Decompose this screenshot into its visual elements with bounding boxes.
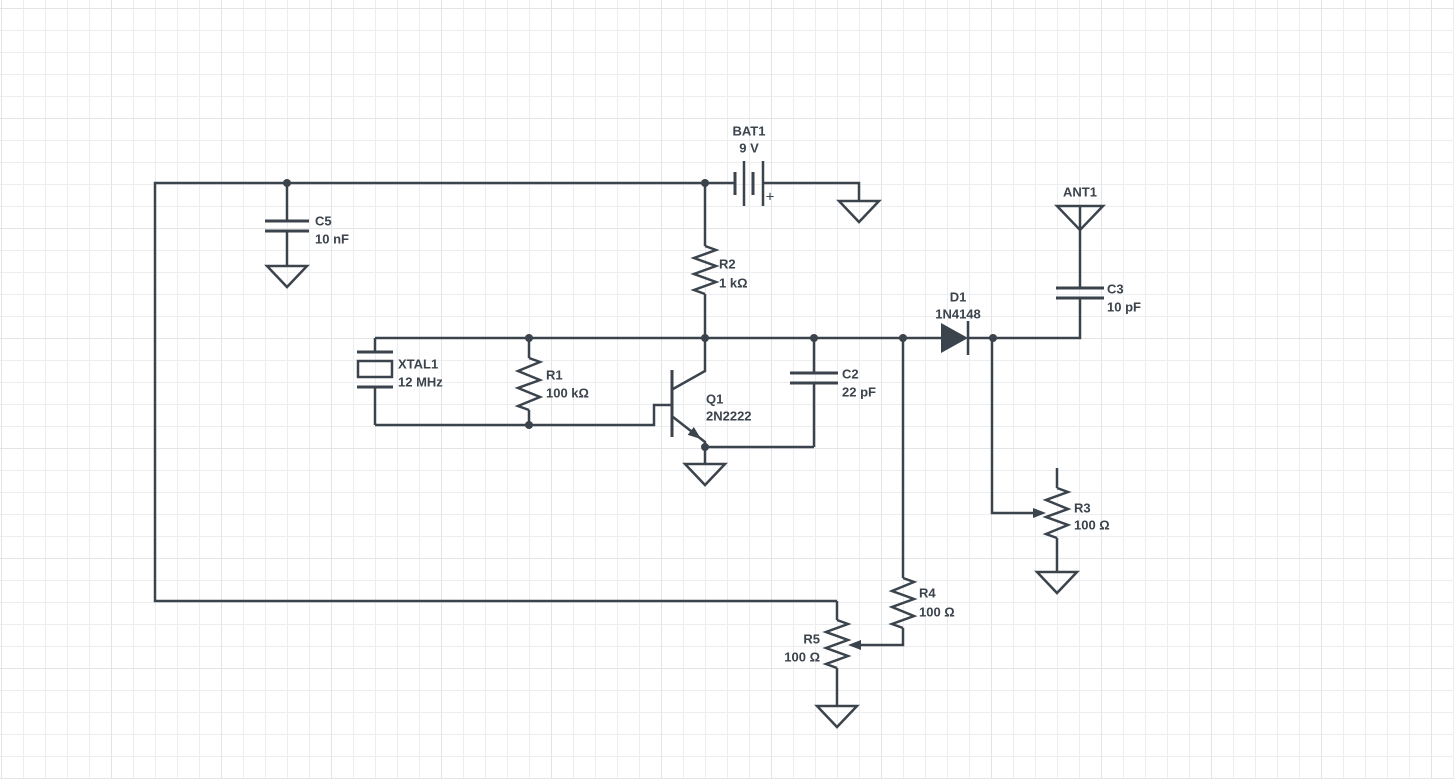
wire[interactable] [990,338,1034,515]
resistor-zigzag [1042,486,1072,540]
component-value: 100 Ω [1074,518,1110,533]
component-xtal1[interactable]: XTAL1 12 MHz [356,338,443,425]
component-ref: Q1 [706,392,723,407]
ground-triangle [682,462,728,487]
junction-dots [283,179,997,451]
component-c2[interactable]: C2 22 pF [790,338,876,447]
transistor-emitter [672,416,707,447]
component-c5[interactable]: C5 10 nF [265,183,349,266]
ground-symbol[interactable] [836,199,882,224]
component-r4[interactable]: R4 100 Ω [888,576,955,630]
battery-plus-sign: + [766,189,775,206]
component-ref: R1 [546,368,563,383]
ground-symbol[interactable] [682,447,728,487]
component-value: 2N2222 [706,409,752,424]
component-value: 100 Ω [919,605,955,620]
component-r2[interactable]: R2 1 kΩ [690,183,748,338]
ground-symbol[interactable] [1034,570,1080,595]
component-value: 1N4148 [935,307,981,322]
component-bat1[interactable]: + BAT1 9 V [733,124,775,207]
component-c3[interactable]: C3 10 pF [1056,282,1141,315]
diode-triangle [941,323,968,353]
component-ant1[interactable]: ANT1 [1054,185,1106,289]
junction-dot [899,334,907,342]
ground-triangle [814,704,860,729]
wire[interactable] [860,628,905,647]
component-ref: XTAL1 [398,357,438,372]
wire[interactable] [763,181,861,201]
wiper-arrow [848,640,861,650]
junction-dot [701,179,709,187]
component-r3[interactable]: R3 100 Ω [1033,468,1110,572]
ground-symbol[interactable] [264,264,310,289]
wire[interactable] [968,298,1082,340]
component-value: 12 MHz [398,375,443,390]
component-r1[interactable]: R1 100 kΩ [514,338,589,425]
component-ref: ANT1 [1063,185,1097,200]
ground-symbol[interactable] [814,704,860,729]
component-ref: R4 [919,586,936,601]
component-ref: R2 [719,257,736,272]
junction-dot [810,334,818,342]
component-value: 1 kΩ [719,276,748,291]
junction-dot [989,334,997,342]
ground-triangle [836,199,882,224]
junction-dot [701,334,709,342]
component-value: 100 Ω [784,650,820,665]
emitter-arrow [687,427,701,439]
wiper-arrow [1033,508,1046,518]
component-value: 100 kΩ [546,386,589,401]
component-r5[interactable]: R5 100 Ω [784,601,861,706]
ground-triangle [264,264,310,289]
component-ref: R3 [1074,501,1091,516]
component-ref: R5 [803,632,820,647]
wires [153,181,1082,647]
component-q1[interactable]: Q1 2N2222 [670,338,752,447]
junction-dot [283,179,291,187]
resistor-zigzag [690,244,720,296]
wire[interactable] [375,403,672,427]
ground-triangle [1034,570,1080,595]
resistor-zigzag [514,356,544,412]
component-ref: C5 [315,214,332,229]
component-value: 22 pF [842,385,876,400]
component-value: 9 V [739,141,759,156]
junction-dot [525,421,533,429]
resistor-zigzag [888,576,918,630]
resistor-zigzag [822,618,852,670]
junction-dot [701,443,709,451]
junction-dot [525,334,533,342]
component-ref: BAT1 [733,124,766,139]
component-d1[interactable]: D1 1N4148 [935,290,981,356]
transistor-collector [672,338,707,391]
component-ref: C3 [1107,282,1124,297]
component-ref: C2 [842,367,859,382]
wire[interactable] [153,181,837,603]
component-ref: D1 [950,290,967,305]
component-value: 10 nF [315,232,349,247]
crystal-body [356,359,394,379]
component-value: 10 pF [1107,300,1141,315]
